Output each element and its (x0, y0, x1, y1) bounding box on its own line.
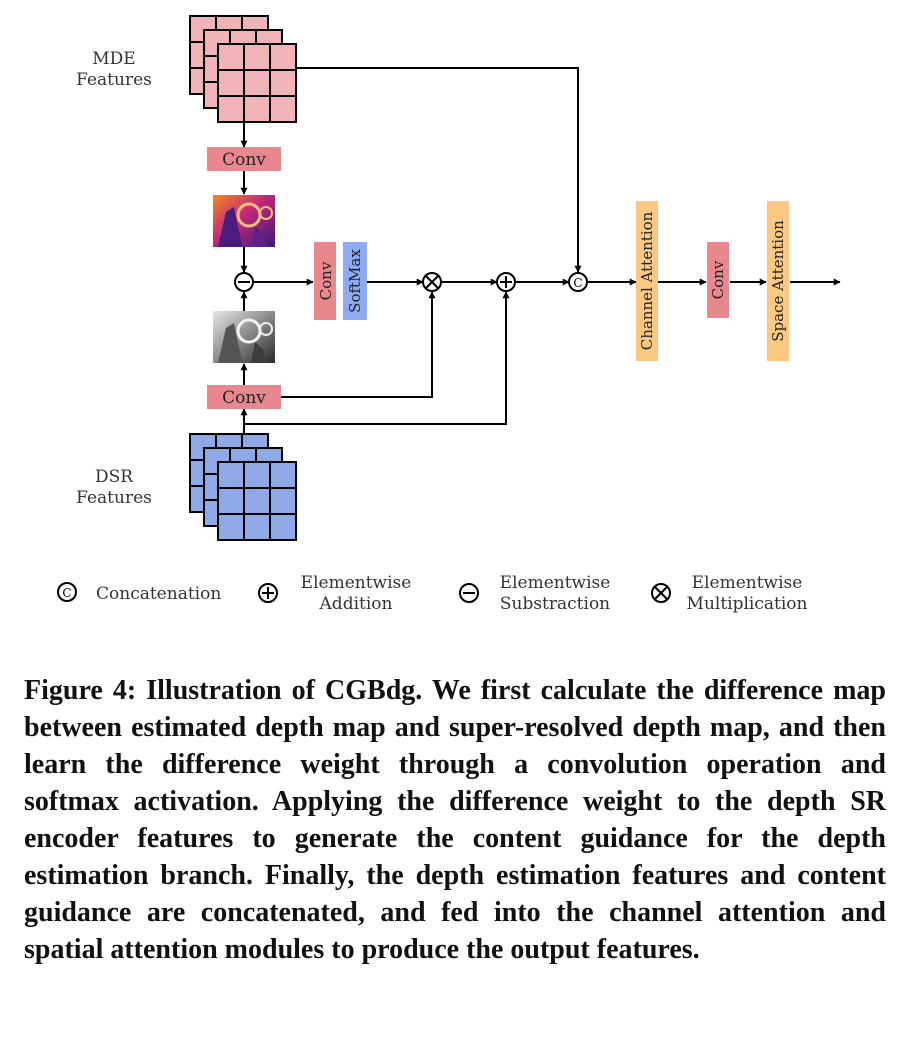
mde-features-stack (189, 15, 297, 123)
concatenation-operator: C (568, 272, 588, 292)
legend-subtraction-label-line1: Elementwise (500, 573, 611, 593)
softmax-block-label: SoftMax (346, 249, 364, 313)
multiplication-operator (422, 272, 442, 292)
mde-label-line1: MDE (92, 49, 135, 69)
space-attention-block: Space Attention (767, 201, 789, 361)
dsr-label-line2: Features (76, 488, 152, 508)
legend-concatenation-label: Concatenation (96, 584, 221, 604)
arrow-mde-to-concat (296, 67, 582, 273)
conv-block-mde-label: Conv (222, 150, 266, 170)
legend-subtraction-icon (459, 583, 479, 603)
legend-concatenation-icon: C (57, 582, 77, 602)
dsr-features-stack (189, 433, 297, 541)
svg-text:C: C (62, 586, 71, 600)
legend-addition-label-line2: Addition (319, 594, 393, 614)
space-attention-label: Space Attention (769, 220, 787, 342)
conv-block-mid: Conv (314, 242, 336, 320)
conv-block-dsr: Conv (207, 385, 281, 409)
legend-subtraction-label-line2: Substraction (500, 594, 610, 614)
legend-multiplication-label-line2: Multiplication (687, 594, 808, 614)
mde-label-line2: Features (76, 70, 152, 90)
conv-block-mid-label: Conv (317, 261, 335, 300)
super-resolved-depth-map-image (213, 311, 275, 363)
addition-operator (496, 272, 516, 292)
subtraction-operator (234, 272, 254, 292)
conv-block-out: Conv (707, 242, 729, 318)
channel-attention-label: Channel Attention (638, 211, 656, 350)
legend-addition-label-line1: Elementwise (301, 573, 412, 593)
legend: C Concatenation Elementwise Addition Ele… (57, 573, 808, 614)
legend-multiplication-label-line1: Elementwise (692, 573, 803, 593)
dsr-label-line1: DSR (95, 467, 134, 487)
legend-multiplication-icon (651, 583, 671, 603)
conv-block-dsr-label: Conv (222, 388, 266, 408)
conv-block-out-label: Conv (709, 260, 727, 299)
figure-caption: Figure 4: Illustration of CGBdg. We firs… (24, 675, 886, 965)
connections (240, 67, 841, 434)
arrow-dsr-to-add (244, 291, 510, 425)
legend-addition-icon (258, 583, 278, 603)
softmax-block: SoftMax (343, 242, 367, 320)
arrow-conv-to-multiply (280, 291, 436, 398)
cgbdg-diagram: MDE Features DSR Features (57, 15, 841, 614)
channel-attention-block: Channel Attention (636, 201, 658, 361)
conv-block-mde: Conv (207, 147, 281, 171)
svg-text:C: C (573, 276, 582, 290)
estimated-depth-map-image (213, 195, 275, 247)
